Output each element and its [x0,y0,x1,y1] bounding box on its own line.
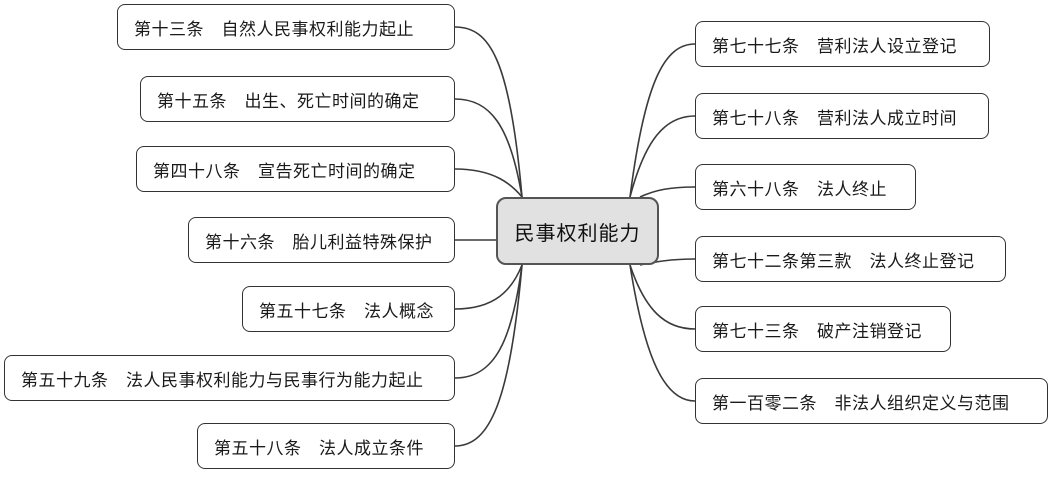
left-node-0[interactable]: 第十三条 自然人民事权利能力起止 [117,4,455,50]
left-node-4[interactable]: 第五十七条 法人概念 [242,286,455,332]
left-node-2[interactable]: 第四十八条 宣告死亡时间的确定 [136,146,455,192]
right-node-4[interactable]: 第七十三条 破产注销登记 [695,306,951,352]
left-node-5[interactable]: 第五十九条 法人民事权利能力与民事行为能力起止 [4,355,455,401]
connector-right-0 [629,43,696,198]
connector-right-5 [629,264,696,402]
connector-left-6 [454,264,523,447]
right-node-0[interactable]: 第七十七条 营利法人设立登记 [695,21,990,67]
right-node-2[interactable]: 第六十八条 法人终止 [695,164,916,210]
left-node-1[interactable]: 第十五条 出生、死亡时间的确定 [140,76,455,122]
right-node-5[interactable]: 第一百零二条 非法人组织定义与范围 [695,378,1048,424]
left-node-3[interactable]: 第十六条 胎儿利益特殊保护 [188,217,455,263]
connector-left-0 [454,26,523,198]
right-node-1[interactable]: 第七十八条 营利法人成立时间 [695,93,989,139]
connector-left-1 [454,98,523,198]
connector-right-1 [629,115,696,198]
right-node-3[interactable]: 第七十二条第三款 法人终止登记 [695,236,1006,282]
connector-left-4 [454,264,523,310]
central-topic[interactable]: 民事权利能力 [496,197,659,265]
left-node-6[interactable]: 第五十八条 法人成立条件 [197,423,455,469]
connector-left-2 [454,168,523,198]
connector-right-2 [639,186,696,198]
connector-left-5 [454,264,523,379]
connector-right-4 [629,264,696,330]
